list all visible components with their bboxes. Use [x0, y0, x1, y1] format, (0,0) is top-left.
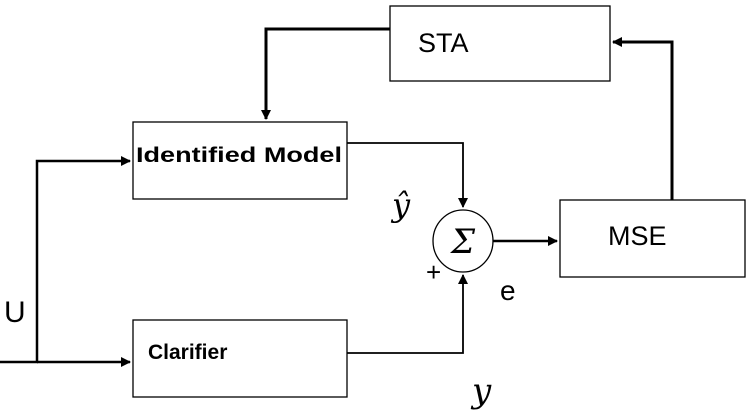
- input-to-model-line: [35, 156, 131, 362]
- identified-model-block: [132, 121, 348, 200]
- plus-sign: +: [426, 257, 441, 287]
- clarifier-block: [132, 319, 348, 398]
- sta-block: [389, 5, 611, 82]
- y-label: y: [470, 371, 492, 411]
- mse-to-sta-line: [612, 37, 674, 200]
- mse-label: MSE: [608, 221, 667, 251]
- sta-label: STA: [418, 28, 469, 58]
- input-u-label: U: [4, 296, 26, 329]
- model-to-sum-line: [347, 142, 468, 208]
- clarifier-to-sum-line: [347, 274, 468, 354]
- error-e-label: e: [500, 275, 516, 306]
- sigma-symbol: Σ: [449, 222, 476, 262]
- y-hat-label: ŷ: [390, 186, 411, 224]
- clarifier-label: Clarifier: [148, 341, 227, 364]
- mse-block: [559, 199, 746, 278]
- identified-model-label: Identified Model: [136, 144, 342, 167]
- sta-to-model-line: [261, 27, 390, 120]
